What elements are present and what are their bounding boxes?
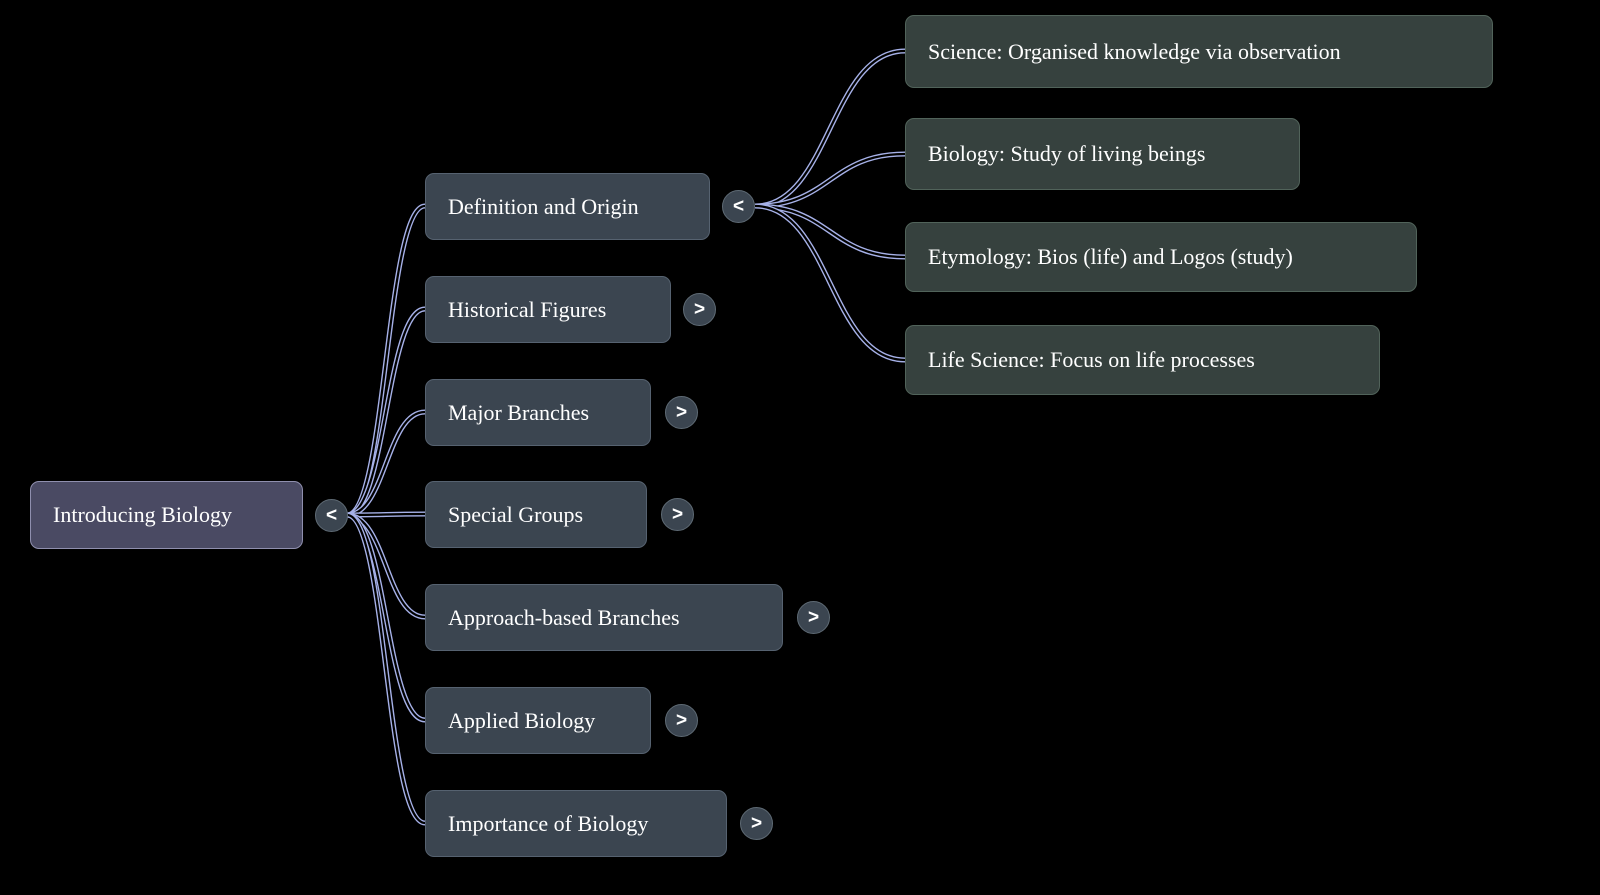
connector-gap-line — [346, 513, 426, 722]
connector-gap-line — [346, 513, 426, 619]
importance-of-biology-expand-toggle[interactable]: > — [740, 807, 773, 840]
node-definition-and-origin[interactable]: Definition and Origin — [425, 173, 710, 240]
connector-outer-line — [346, 306, 426, 518]
toggle-glyph: < — [325, 505, 338, 526]
node-life-science[interactable]: Life Science: Focus on life processes — [905, 325, 1380, 395]
connector-outer-line — [754, 151, 906, 209]
connector-outer-line — [346, 511, 426, 518]
node-label: Etymology: Bios (life) and Logos (study) — [928, 244, 1293, 269]
node-historical-figures[interactable]: Historical Figures — [425, 276, 671, 343]
definition-collapse-toggle[interactable]: < — [722, 190, 755, 223]
node-label: Importance of Biology — [448, 810, 649, 836]
definition-connectors — [754, 48, 906, 363]
connector-gap-line — [754, 49, 906, 208]
connector-outer-line — [346, 203, 426, 518]
node-label: Applied Biology — [448, 707, 596, 733]
connector-gap-line — [346, 307, 426, 517]
major-branches-expand-toggle[interactable]: > — [665, 396, 698, 429]
node-label: Introducing Biology — [53, 502, 233, 527]
toggle-glyph: > — [750, 813, 763, 834]
connector-outer-line — [346, 512, 426, 826]
applied-biology-expand-toggle[interactable]: > — [665, 704, 698, 737]
root-collapse-toggle[interactable]: < — [315, 499, 348, 532]
connector-outer-line — [346, 512, 426, 723]
connector-gap-line — [754, 152, 906, 208]
connector-outer-line — [754, 48, 906, 209]
root-connectors — [346, 203, 426, 826]
node-label: Approach-based Branches — [448, 604, 680, 630]
approach-based-branches-expand-toggle[interactable]: > — [797, 601, 830, 634]
node-label: Special Groups — [448, 501, 584, 527]
special-groups-expand-toggle[interactable]: > — [661, 498, 694, 531]
node-label: Historical Figures — [448, 296, 607, 322]
node-science-definition[interactable]: Science: Organised knowledge via observa… — [905, 15, 1493, 88]
node-etymology[interactable]: Etymology: Bios (life) and Logos (study) — [905, 222, 1417, 292]
node-special-groups[interactable]: Special Groups — [425, 481, 647, 548]
node-biology-definition[interactable]: Biology: Study of living beings — [905, 118, 1300, 190]
node-major-branches[interactable]: Major Branches — [425, 379, 651, 446]
node-label: Major Branches — [448, 399, 590, 425]
connector-outer-line — [754, 203, 906, 260]
node-approach-based-branches[interactable]: Approach-based Branches — [425, 584, 783, 651]
connector-gap-line — [346, 410, 426, 517]
node-label: Biology: Study of living beings — [928, 141, 1206, 166]
toggle-glyph: < — [732, 196, 745, 217]
toggle-glyph: > — [671, 504, 684, 525]
node-label: Definition and Origin — [448, 193, 639, 219]
node-label: Science: Organised knowledge via observa… — [928, 38, 1341, 64]
node-applied-biology[interactable]: Applied Biology — [425, 687, 651, 754]
toggle-glyph: > — [807, 607, 820, 628]
node-label: Life Science: Focus on life processes — [928, 347, 1255, 372]
connector-gap-line — [754, 204, 906, 362]
toggle-glyph: > — [675, 710, 688, 731]
connector-gap-line — [346, 512, 426, 517]
connector-gap-line — [346, 513, 426, 825]
connector-outer-line — [346, 512, 426, 620]
toggle-glyph: > — [693, 299, 706, 320]
connector-gap-line — [346, 204, 426, 517]
connector-outer-line — [346, 409, 426, 518]
toggle-glyph: > — [675, 402, 688, 423]
node-importance-of-biology[interactable]: Importance of Biology — [425, 790, 727, 857]
node-introducing-biology[interactable]: Introducing Biology — [30, 481, 303, 549]
historical-figures-expand-toggle[interactable]: > — [683, 293, 716, 326]
connector-outer-line — [754, 203, 906, 363]
connector-gap-line — [754, 204, 906, 259]
